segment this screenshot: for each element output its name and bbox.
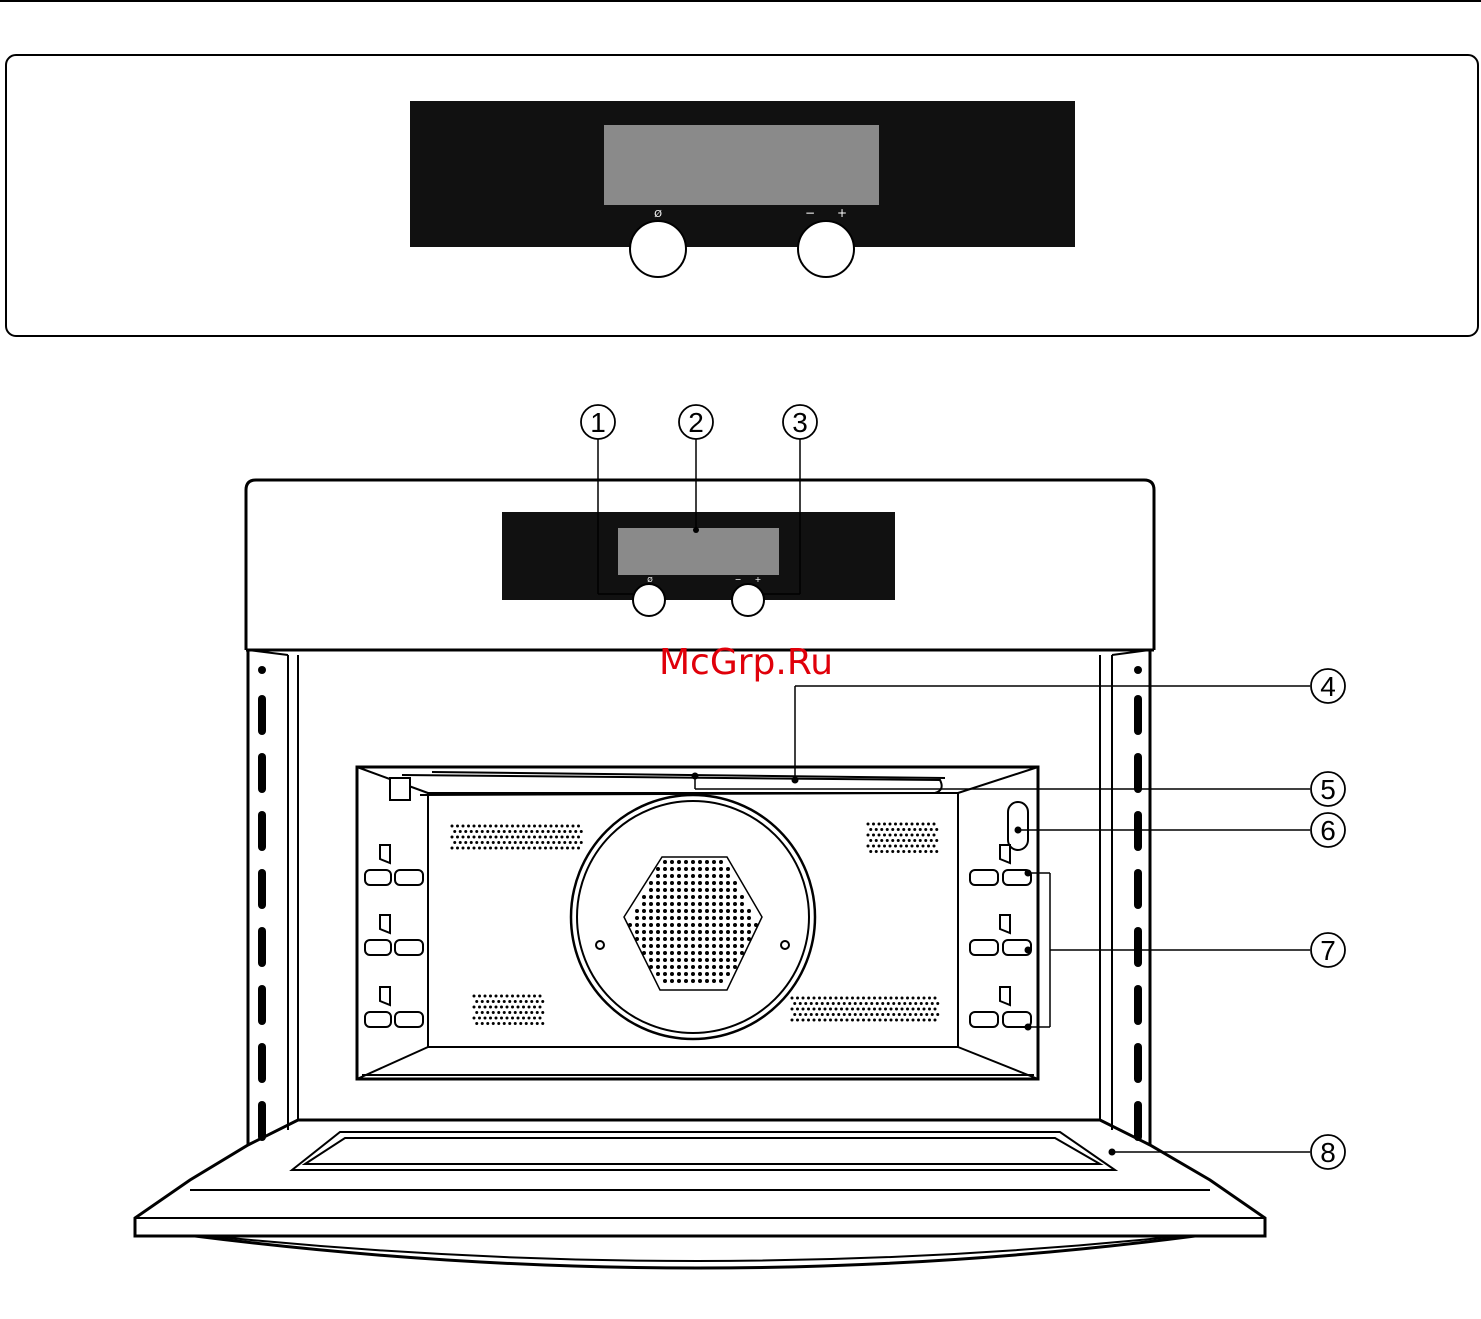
grill-bracket (390, 778, 410, 800)
oven-lamp (1008, 802, 1028, 850)
callout-number-4: 4 (1320, 671, 1336, 702)
oven-right-knob-plus: + (755, 575, 762, 584)
callout-number-6: 6 (1320, 815, 1336, 846)
oven-right-knob-minus: − (735, 575, 742, 584)
callout-number-8: 8 (1320, 1137, 1336, 1168)
right-knob (798, 221, 854, 277)
callout-number-1: 1 (590, 407, 606, 438)
display-screen (604, 125, 879, 205)
door-handle (195, 1236, 1195, 1268)
oven-right-knob (732, 584, 764, 616)
watermark: McGrp.Ru (659, 642, 833, 683)
callout-number-5: 5 (1320, 774, 1336, 805)
vent-holes (451, 823, 940, 1026)
left-knob (630, 221, 686, 277)
callout-number-7: 7 (1320, 935, 1336, 966)
enlarged-control-panel: Ø − + (6, 55, 1478, 336)
oven-left-knob (633, 584, 665, 616)
oven-left-knob-symbol: Ø (647, 576, 653, 584)
right-knob-plus: + (837, 206, 847, 220)
right-knob-minus: − (805, 206, 815, 220)
callout-number-3: 3 (792, 407, 808, 438)
callout-number-2: 2 (688, 407, 704, 438)
oven-display (618, 528, 779, 575)
left-knob-symbol: Ø (654, 208, 662, 220)
